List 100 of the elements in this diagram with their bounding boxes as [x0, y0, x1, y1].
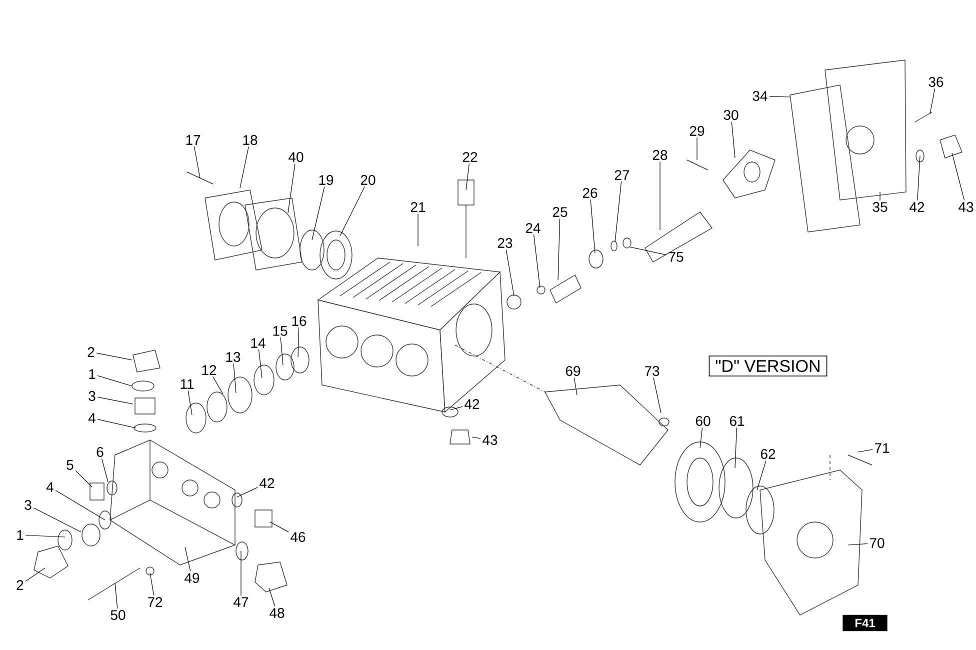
- callout-number: 1: [89, 369, 96, 379]
- callout-number: 11: [180, 379, 194, 389]
- callout-number: 19: [319, 175, 334, 185]
- callout-number: 30: [724, 110, 738, 120]
- leader-line: [33, 508, 82, 532]
- leader-line: [734, 427, 738, 468]
- callout-number: 4: [46, 482, 54, 492]
- leader-line: [97, 396, 134, 404]
- leader-line: [97, 418, 136, 428]
- leader-line: [533, 234, 540, 288]
- leader-line: [312, 186, 325, 240]
- leader-line: [756, 460, 766, 490]
- callout-number: 43: [482, 435, 498, 445]
- leader-line: [55, 490, 106, 520]
- leader-line: [114, 582, 118, 609]
- leader-line: [75, 470, 92, 488]
- callout-number: 26: [582, 188, 598, 198]
- leader-line: [574, 377, 578, 396]
- callout-number: 2: [88, 347, 94, 357]
- leader-line: [769, 96, 790, 98]
- callout-number: 70: [870, 538, 884, 548]
- callout-number: 43: [958, 202, 974, 212]
- leader-line: [848, 543, 868, 546]
- callout-number: 27: [614, 170, 630, 180]
- leader-line: [280, 337, 284, 366]
- callout-number: 21: [410, 202, 426, 212]
- callout-number: 50: [110, 610, 126, 620]
- callout-number: 18: [243, 135, 258, 145]
- callout-number: 42: [464, 399, 480, 409]
- leader-line: [101, 458, 108, 482]
- callout-number: 20: [360, 175, 376, 185]
- callout-number: 61: [730, 416, 744, 426]
- leader-line: [696, 137, 698, 160]
- leader-line: [952, 152, 965, 201]
- leader-line: [930, 88, 936, 114]
- leader-line: [270, 522, 289, 532]
- leader-line: [506, 249, 514, 296]
- leader-line: [298, 327, 300, 358]
- callout-number: 23: [498, 238, 512, 248]
- leader-line: [700, 427, 703, 448]
- leader-line: [212, 376, 224, 394]
- callout-number: 73: [644, 366, 660, 376]
- leader-line: [917, 156, 920, 201]
- leader-line: [25, 568, 46, 582]
- leader-line: [288, 163, 296, 214]
- leader-line: [258, 349, 262, 378]
- leader-line: [450, 406, 463, 410]
- callout-number: 1: [17, 530, 24, 540]
- leader-line: [240, 146, 249, 188]
- callout-number: 13: [226, 352, 240, 362]
- callout-number: 71: [874, 443, 890, 453]
- callout-number: 3: [88, 391, 96, 401]
- leader-line: [97, 375, 132, 386]
- callout-number: 4: [88, 413, 96, 423]
- callout-number: 47: [234, 597, 248, 607]
- callout-number: 5: [66, 460, 74, 470]
- leader-line: [466, 163, 470, 190]
- callout-number: 35: [872, 202, 888, 212]
- callout-number: 42: [260, 478, 274, 488]
- callout-number: 72: [148, 597, 162, 607]
- callout-number: 15: [273, 326, 288, 336]
- callout-number: 48: [270, 608, 284, 618]
- callout-number: 6: [96, 447, 104, 457]
- leader-line: [188, 390, 192, 416]
- leader-line: [150, 572, 154, 596]
- leader-line: [858, 449, 873, 452]
- leader-line: [731, 121, 736, 158]
- callout-number: 12: [202, 365, 216, 375]
- callout-number: 62: [760, 449, 776, 459]
- callout-number: 40: [288, 152, 304, 162]
- leader-line: [653, 377, 662, 414]
- callout-number: 36: [928, 77, 944, 87]
- callout-number: 25: [552, 207, 568, 217]
- leader-line: [268, 588, 276, 607]
- leader-line: [25, 534, 66, 538]
- leader-line: [630, 246, 667, 256]
- callout-number: 69: [566, 366, 580, 376]
- leader-line: [194, 146, 200, 178]
- leader-line: [233, 363, 236, 394]
- callout-number: 16: [292, 316, 306, 326]
- callout-number: 34: [752, 91, 768, 101]
- leader-line: [614, 181, 622, 242]
- callout-number: 46: [290, 532, 306, 542]
- leader-line: [236, 487, 258, 498]
- callout-number: 3: [24, 500, 32, 510]
- callout-number: 22: [462, 152, 478, 162]
- callout-number: 17: [186, 135, 200, 145]
- callout-number: 60: [696, 416, 710, 426]
- version-label-box: "D" VERSION: [708, 356, 828, 376]
- leader-line: [184, 546, 191, 572]
- callout-number: 29: [690, 126, 704, 136]
- leader-line: [472, 436, 481, 439]
- callout-number: 75: [668, 252, 684, 262]
- callout-number: 14: [251, 338, 266, 348]
- leader-line: [96, 352, 132, 360]
- callout-number: 42: [910, 202, 924, 212]
- leader-line: [240, 550, 242, 596]
- figure-tag: F41: [842, 614, 888, 632]
- leader-line: [340, 186, 365, 236]
- leader-line: [590, 199, 596, 254]
